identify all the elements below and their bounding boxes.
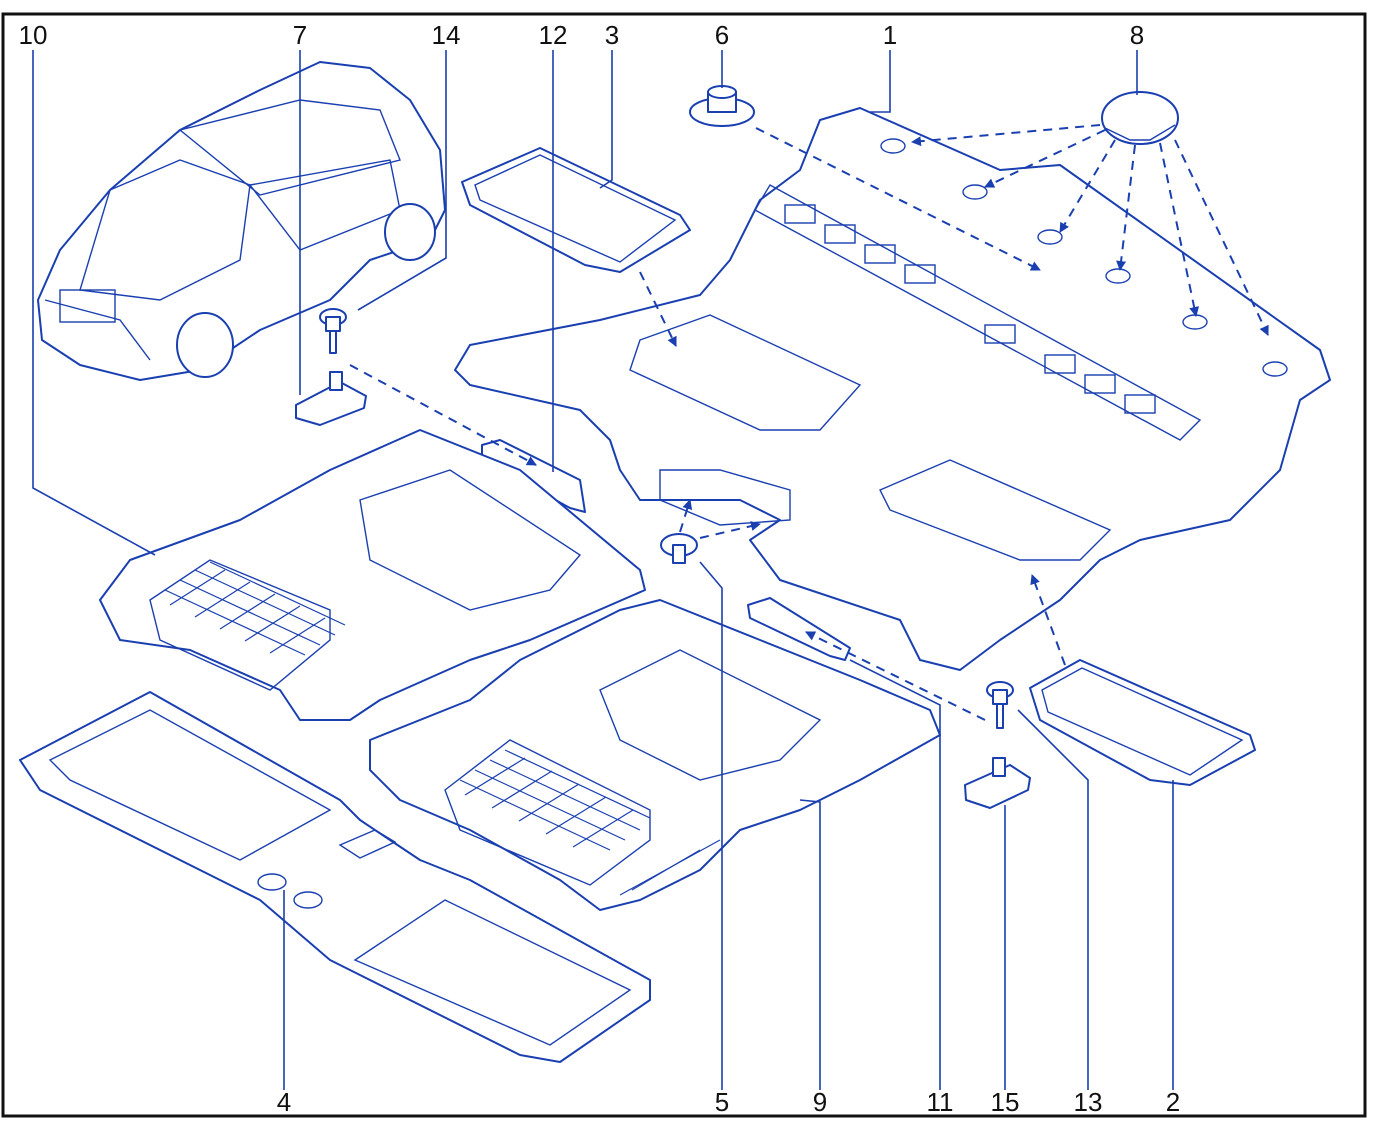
callout-1: 1: [883, 20, 897, 50]
vehicle-illustration: [37, 61, 446, 381]
part-10-floor-section: [99, 429, 646, 721]
callout-11: 11: [927, 1087, 954, 1117]
callout-5: 5: [715, 1087, 729, 1117]
assembly-dashed-lines: [349, 124, 1269, 721]
part-7-nut-clip: [295, 371, 367, 426]
part-8-plug: [1101, 91, 1179, 145]
callout-15: 15: [991, 1087, 1020, 1117]
part-14-screw: [319, 308, 347, 354]
callout-9: 9: [813, 1087, 827, 1117]
part-1-main-floor-carpet: [454, 107, 1331, 671]
callout-13: 13: [1074, 1087, 1103, 1117]
callout-12: 12: [539, 20, 568, 50]
diagram-border: [1, 12, 1367, 1118]
part-3-cover-panel: [461, 147, 691, 273]
part-13-screw: [986, 681, 1014, 729]
part-9-floor-section: [369, 599, 941, 911]
part-15-nut-clip: [964, 757, 1031, 809]
callout-3: 3: [605, 20, 619, 50]
callout-10: 10: [19, 20, 48, 50]
callout-8: 8: [1130, 20, 1144, 50]
part-11-trim-strip: [747, 597, 851, 661]
callout-2: 2: [1166, 1087, 1180, 1117]
callout-labels: 10 7 14 12 3 6 1 8 4 5 9 11 15 13 2: [19, 20, 1181, 1117]
callout-6: 6: [715, 20, 729, 50]
callout-7: 7: [293, 20, 307, 50]
part-2-cover-panel: [1029, 659, 1256, 786]
callout-leader-lines: [32, 50, 1174, 1090]
callout-4: 4: [277, 1087, 291, 1117]
part-6-cap: [689, 85, 755, 127]
part-5-clip: [660, 533, 698, 564]
part-4-storage-tray: [19, 691, 651, 1063]
callout-14: 14: [432, 20, 461, 50]
